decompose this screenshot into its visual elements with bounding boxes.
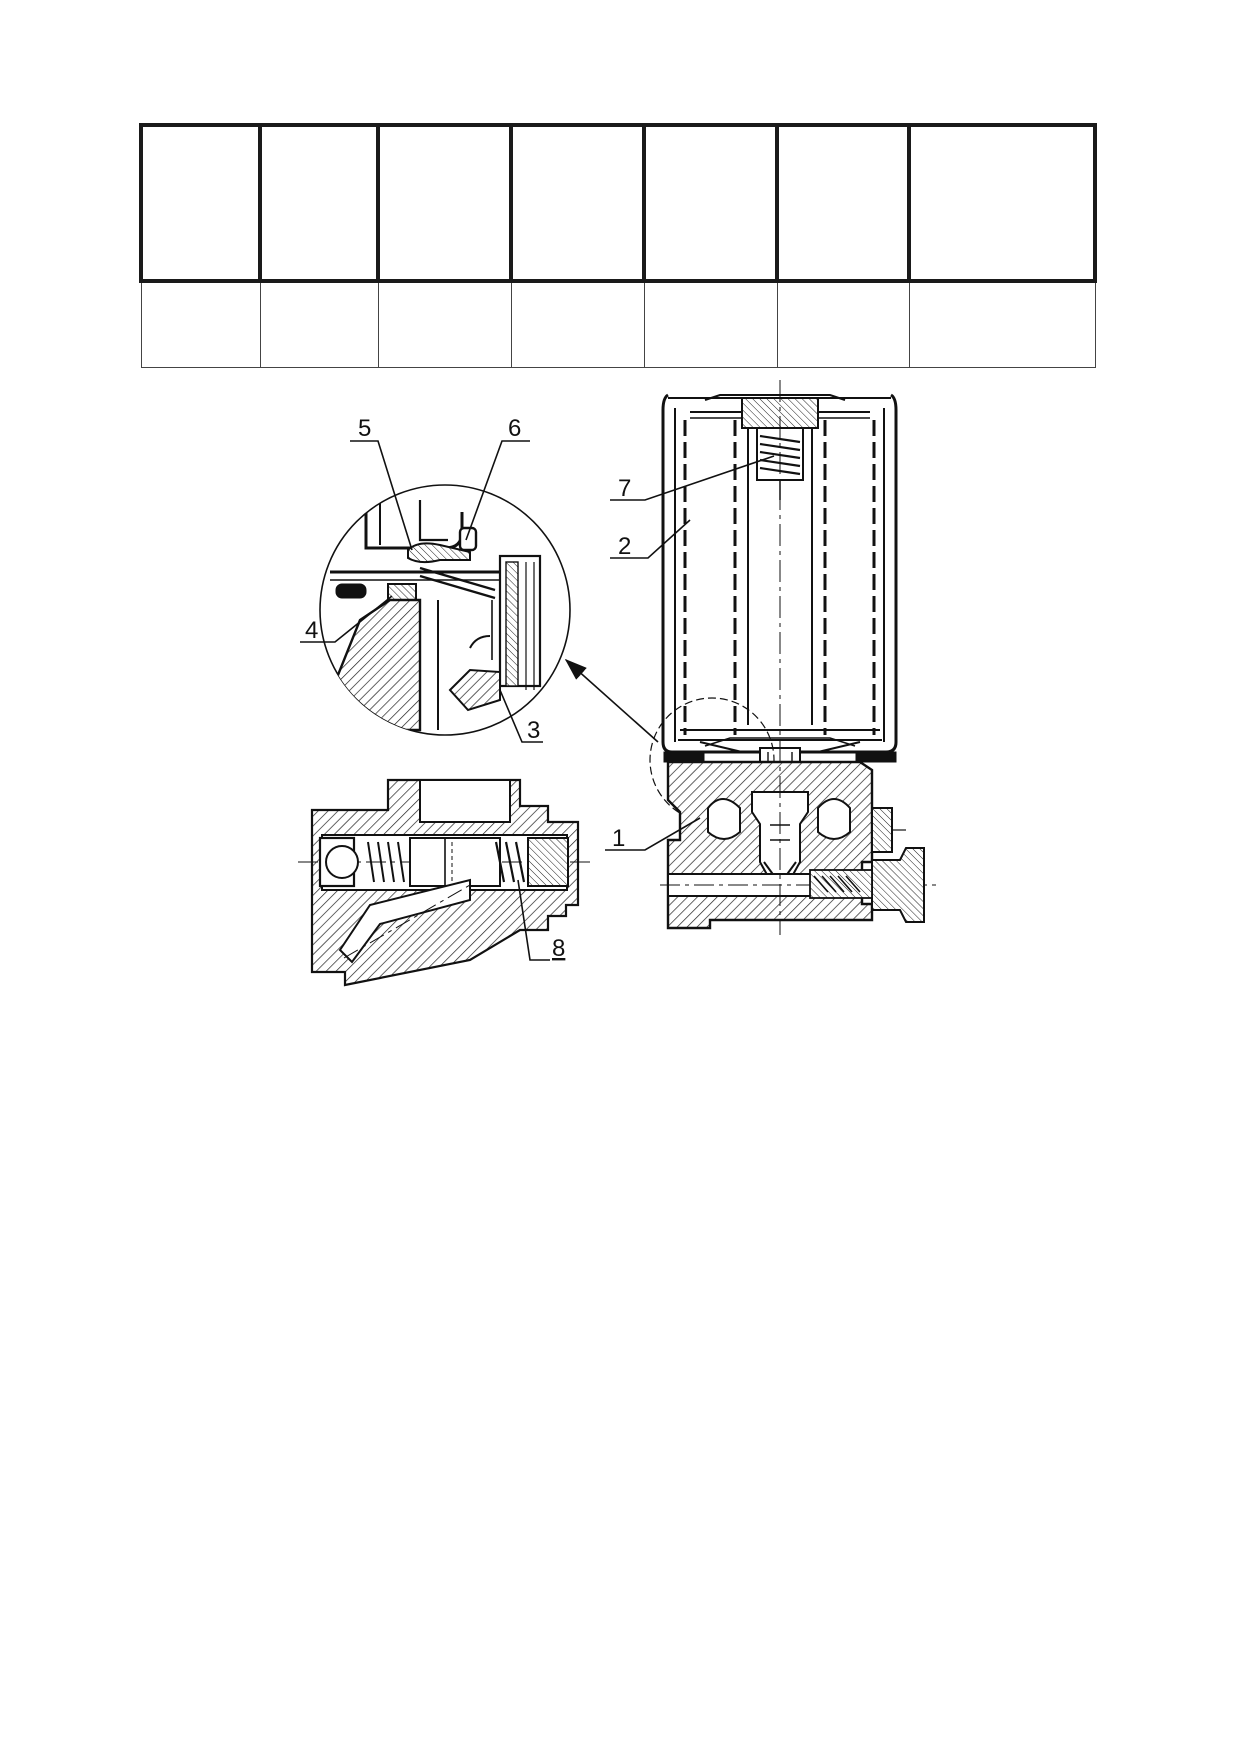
stamp-cell (509, 123, 646, 283)
filter-base-body (660, 380, 936, 935)
stamp-cell (510, 281, 645, 368)
stamp-table-row (140, 281, 1096, 368)
stamp-table-row (139, 123, 1097, 283)
callout-6: 6 (508, 415, 521, 442)
stamp-cell (376, 123, 513, 283)
leader-lines (300, 440, 775, 961)
stamp-cell (259, 281, 379, 368)
callout-7: 7 (618, 475, 631, 502)
callout-2: 2 (618, 533, 631, 560)
callout-8: 8 (552, 935, 565, 962)
detail-view (319, 484, 659, 743)
callout-4: 4 (305, 617, 318, 644)
stamp-cell (908, 281, 1096, 368)
stamp-table (139, 123, 1097, 368)
stamp-cell (643, 281, 778, 368)
stamp-cell (907, 123, 1097, 283)
stamp-cell (258, 123, 380, 283)
valve-section (298, 778, 590, 987)
callout-5: 5 (358, 415, 371, 442)
stamp-cell (642, 123, 779, 283)
callout-3: 3 (527, 717, 540, 744)
stamp-cell (377, 281, 512, 368)
callout-labels: 1 2 3 4 5 6 7 8 (305, 415, 631, 962)
callout-1: 1 (612, 825, 625, 852)
stamp-cell (775, 123, 911, 283)
filter-assembly (649, 393, 898, 823)
stamp-cell (139, 123, 262, 283)
